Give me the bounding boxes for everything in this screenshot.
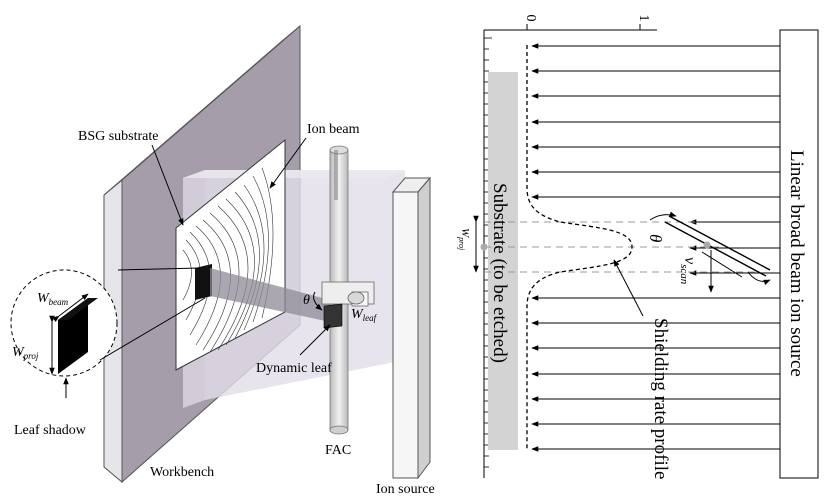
beam-arrows <box>531 43 780 452</box>
ion-source-box <box>779 29 819 479</box>
left-theta-label: θ <box>303 293 310 308</box>
substrate-label: Substrate (to be etched) <box>489 183 510 363</box>
ion-source-column <box>391 176 432 480</box>
scan-arrows <box>473 211 771 317</box>
ion-source-label: Ion source <box>376 482 435 497</box>
zoom-connector-bottom <box>99 297 206 361</box>
v-scan-label: vscan <box>678 257 698 285</box>
left-pointer-lines <box>63 137 331 398</box>
axis-tick-1: 1 <box>636 15 651 22</box>
w-beam-label: Wbeam <box>37 291 69 307</box>
shielding-profile-curve <box>526 45 633 450</box>
profile-guides <box>484 221 760 273</box>
zoom-connector-top <box>117 267 201 271</box>
ion-beam-label: Ion beam <box>307 122 360 137</box>
profile-axis: 0 1 <box>523 15 651 30</box>
bsg-substrate-label: BSG substrate <box>78 129 159 144</box>
theta-arc <box>313 291 323 311</box>
source-label: Linear broad beam ion source <box>786 150 807 377</box>
dynamic-leaf <box>321 281 375 329</box>
substrate-pointer <box>151 144 184 226</box>
fac-label: FAC <box>325 443 351 458</box>
leaf-beam-path <box>210 268 330 322</box>
workbench-label: Workbench <box>150 465 214 480</box>
substrate-region <box>488 72 518 450</box>
leaf-pointer <box>299 324 331 356</box>
right-theta-label: θ <box>646 234 665 242</box>
w-leaf-label: Wleaf <box>351 307 378 323</box>
tilted-leaf <box>480 215 771 277</box>
axis-tick-0: 0 <box>523 15 538 22</box>
dynamic-leaf-label: Dynamic leaf <box>256 361 332 376</box>
right-schematic: 0 1 <box>457 15 819 479</box>
right-w-proj-label: Wproj <box>457 228 471 251</box>
left-schematic: BSG substrate Ion beam Dynamic leaf FAC … <box>10 24 435 497</box>
profile-label: Shielding rate profile <box>650 318 671 479</box>
beam-pointer <box>269 137 307 189</box>
leaf-shadow-label: Leaf shadow <box>14 423 87 438</box>
w-proj-label: Wproj <box>12 345 39 361</box>
leaf-shadow-zoom <box>10 269 118 377</box>
